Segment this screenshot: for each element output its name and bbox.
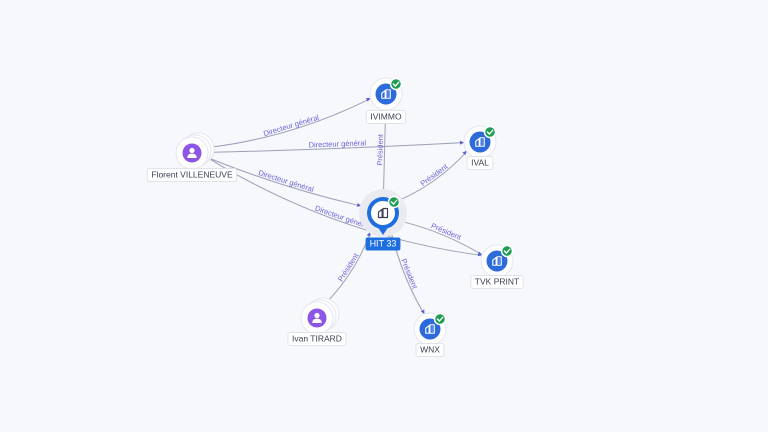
node-hit33[interactable]: HIT 33 xyxy=(359,189,407,251)
edge-arrow xyxy=(356,202,362,207)
node-ivimmo[interactable]: IVIMMO xyxy=(365,77,407,124)
edge-hit33-tvk[interactable]: Président xyxy=(404,221,483,257)
edge-arrow xyxy=(477,251,482,256)
building-icon xyxy=(492,256,502,266)
node-label-ival: IVAL xyxy=(466,156,494,170)
edge-line xyxy=(211,98,370,148)
node-name: IVAL xyxy=(471,157,489,167)
edge-label: Président xyxy=(336,251,361,283)
check-badge-icon xyxy=(500,244,514,258)
edge-arrow xyxy=(420,309,425,314)
node-florent[interactable]: Florent VILLENEUVE xyxy=(146,132,238,182)
building-icon xyxy=(377,207,389,219)
edge-line xyxy=(402,151,467,200)
edge-arrow xyxy=(366,232,371,237)
check-badge-icon xyxy=(483,125,497,139)
node-name: WNX xyxy=(420,344,440,354)
node-tvk[interactable]: TVK PRINT xyxy=(470,244,524,289)
node-ivan[interactable]: Ivan TIRARD xyxy=(287,297,347,346)
edge-line xyxy=(210,158,361,207)
node-name: HIT 33 xyxy=(370,238,397,248)
edge-label: Président xyxy=(419,162,451,189)
nodes-layer: HIT 33 IVIMMO IVAL TVK PRINT WNX Florent VILL… xyxy=(146,77,524,357)
edge-label: Président xyxy=(375,133,385,166)
edge-label: Directeur général xyxy=(308,138,366,149)
edge-florent-ival[interactable]: Directeur général xyxy=(211,138,465,153)
node-label-tvk: TVK PRINT xyxy=(470,275,524,289)
node-wnx[interactable]: WNX xyxy=(413,312,447,357)
node-label-ivan: Ivan TIRARD xyxy=(287,332,347,346)
edge-arrow xyxy=(459,140,465,145)
edge-florent-hit33[interactable]: Directeur général xyxy=(210,158,362,208)
check-badge-icon xyxy=(389,77,403,91)
edge-line xyxy=(404,221,482,255)
person-icon xyxy=(187,147,197,158)
edge-label: Directeur général xyxy=(262,113,320,138)
edge-label: Président xyxy=(399,257,420,291)
node-label-wnx: WNX xyxy=(415,343,445,357)
node-label-hit33: HIT 33 xyxy=(365,237,401,251)
person-icon xyxy=(312,312,322,323)
edge-hit33-ival[interactable]: Président xyxy=(402,150,468,200)
building-icon xyxy=(381,89,391,99)
node-ival[interactable]: IVAL xyxy=(463,125,497,170)
edge-ivan-hit33[interactable]: Président xyxy=(326,231,372,303)
building-icon xyxy=(475,137,485,147)
check-badge-icon xyxy=(387,195,401,209)
node-name: TVK PRINT xyxy=(475,276,519,286)
edge-line xyxy=(211,142,464,153)
node-label-ivimmo: IVIMMO xyxy=(365,110,407,124)
edge-arrow xyxy=(462,150,467,156)
edge-arrow xyxy=(365,98,371,102)
node-label-florent: Florent VILLENEUVE xyxy=(146,168,238,182)
node-name: Ivan TIRARD xyxy=(292,333,342,343)
building-icon xyxy=(425,324,435,334)
node-name: Florent VILLENEUVE xyxy=(151,169,233,179)
edge-line xyxy=(210,159,482,256)
check-badge-icon xyxy=(433,312,447,326)
node-name: IVIMMO xyxy=(370,111,402,121)
